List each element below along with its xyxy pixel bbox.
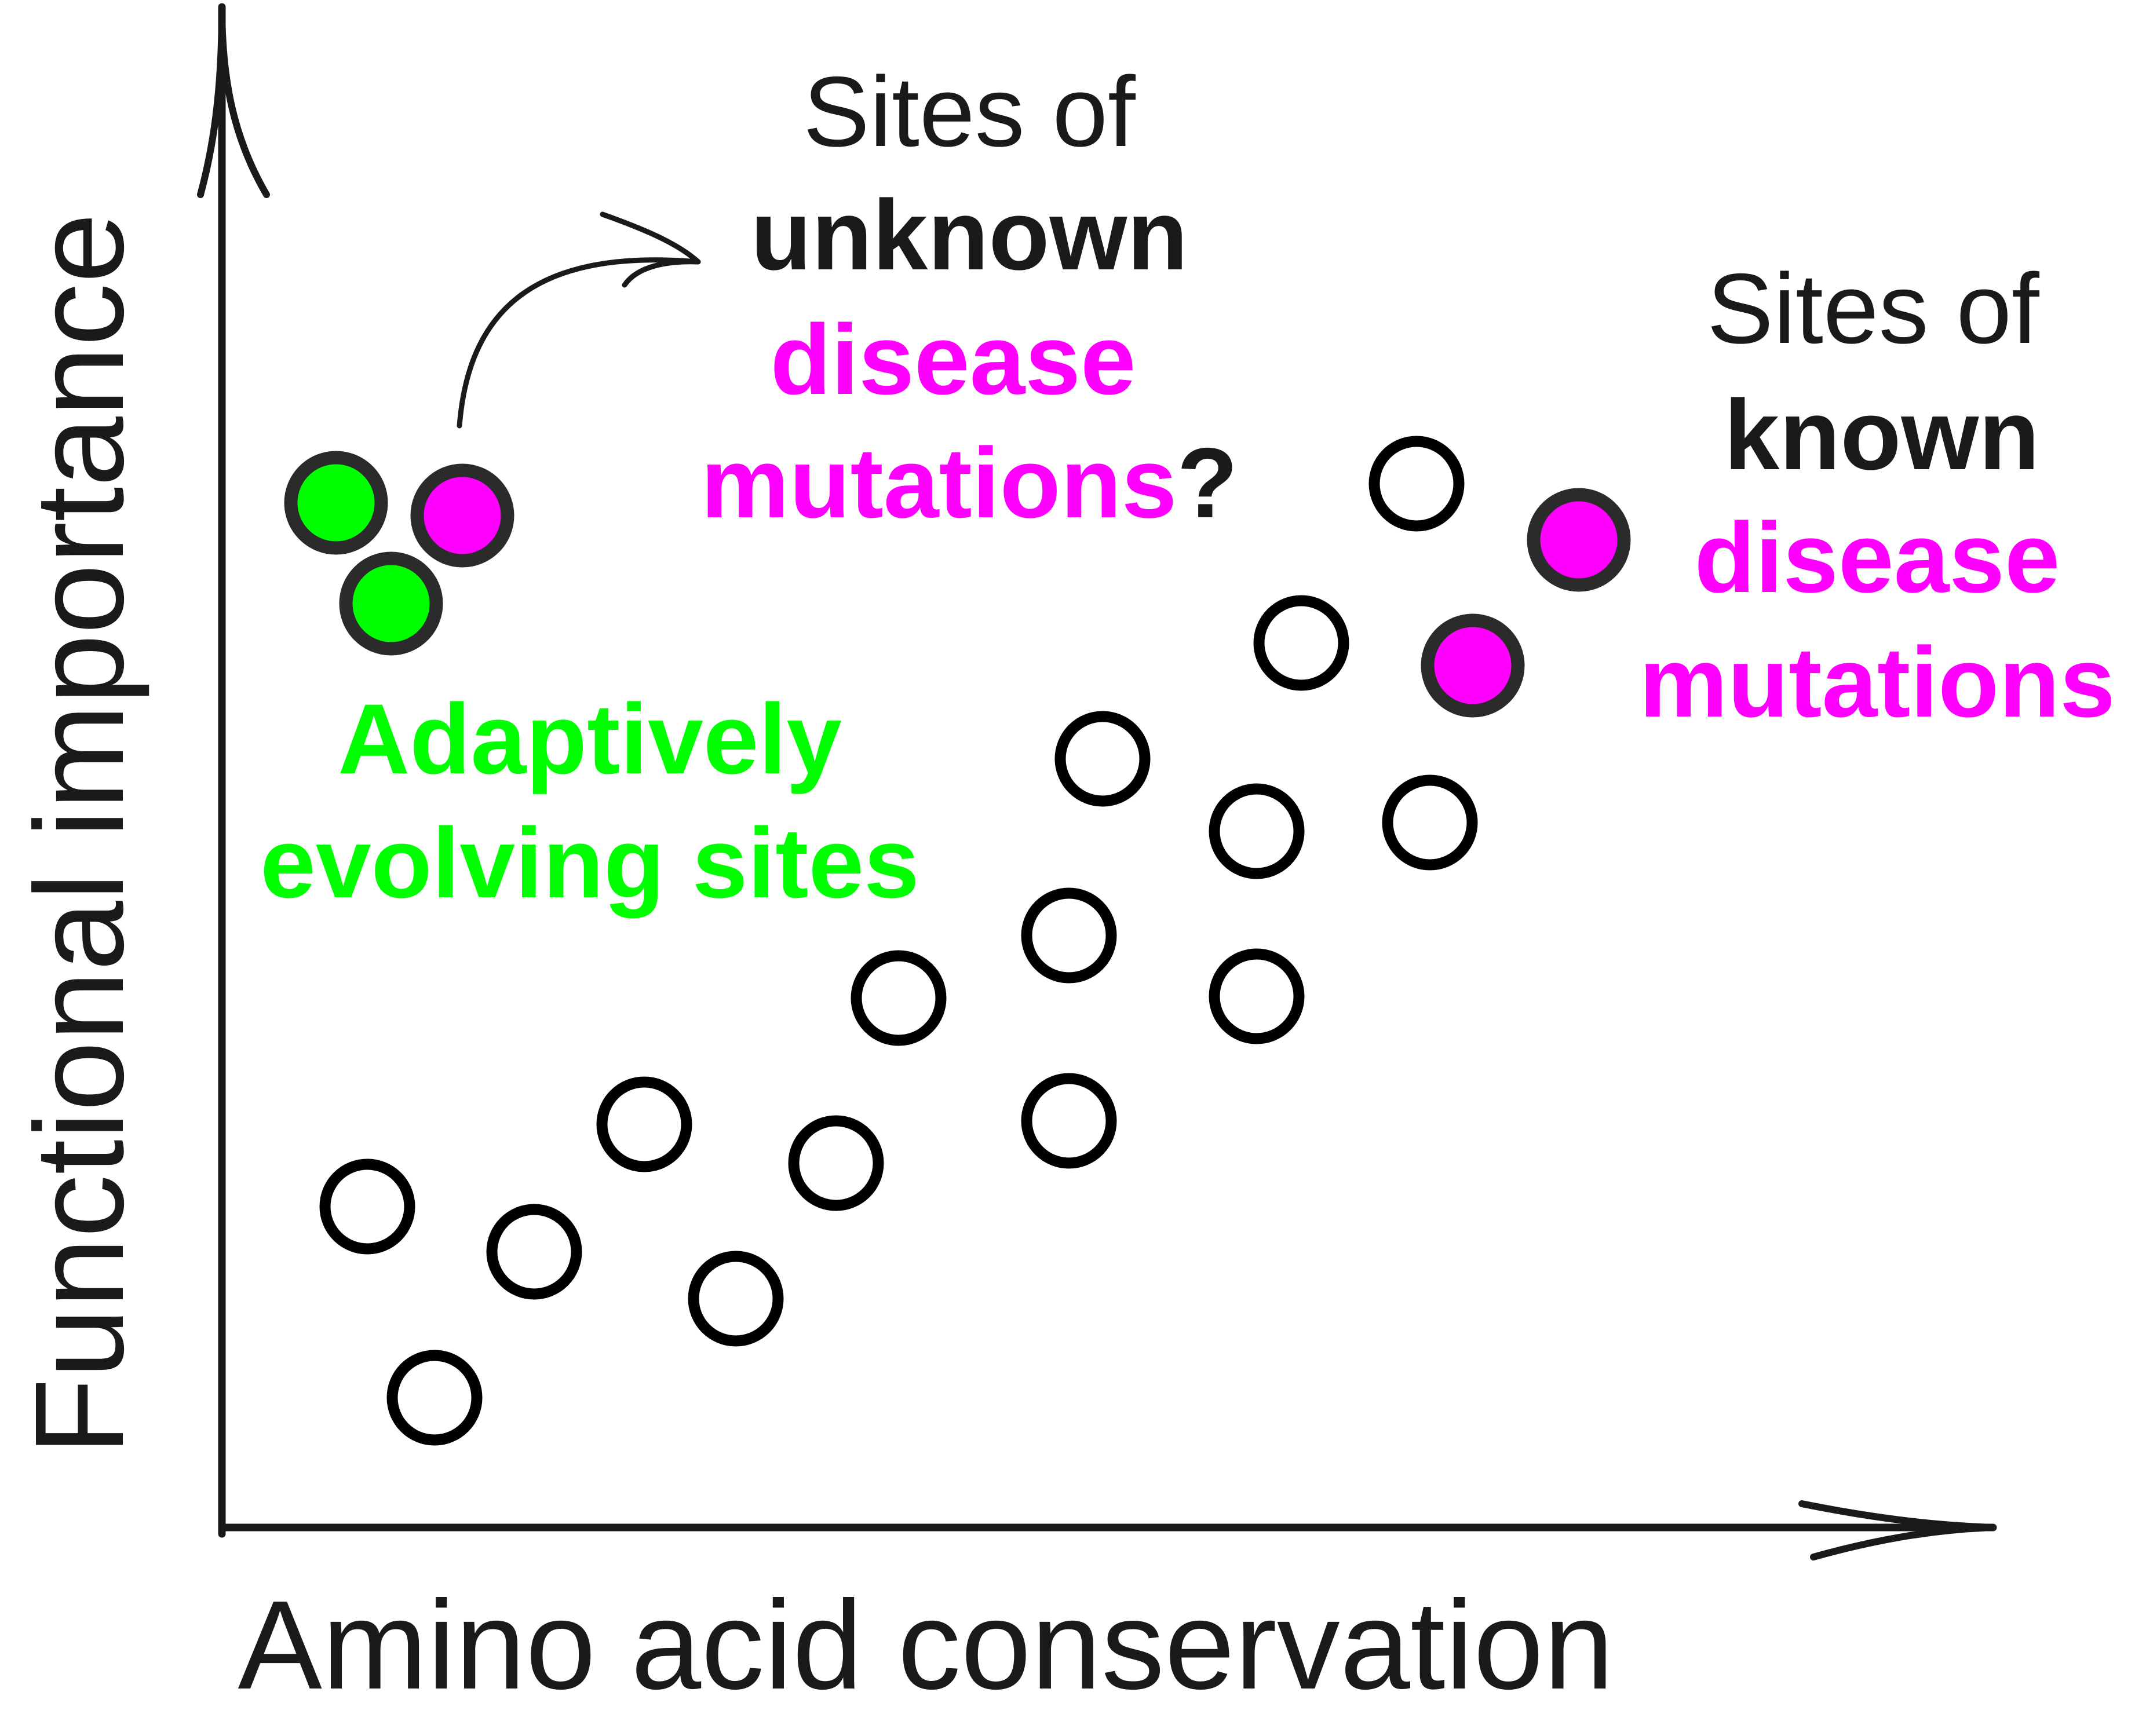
site-marker bbox=[486, 1204, 582, 1300]
annotation-known-line3: disease bbox=[1694, 502, 2060, 613]
site-marker bbox=[596, 1076, 692, 1172]
annotation-adaptive-line1: Adaptively bbox=[338, 684, 842, 795]
pointer-arrow bbox=[457, 211, 701, 429]
adaptive-site-marker bbox=[339, 551, 443, 656]
pointer-arrow-curve bbox=[457, 257, 701, 429]
known-disease-site-marker bbox=[1527, 488, 1631, 592]
site-marker bbox=[1209, 783, 1305, 879]
annotation-known-line4: mutations bbox=[1639, 627, 2115, 738]
annotation-adaptive: Adaptively evolving sites bbox=[260, 684, 919, 919]
annotation-unknown-line3: disease bbox=[770, 304, 1136, 415]
site-marker bbox=[1021, 887, 1117, 984]
annotation-unknown-line2: unknown bbox=[751, 180, 1188, 291]
site-marker bbox=[386, 1350, 483, 1446]
site-marker bbox=[1368, 436, 1465, 532]
annotation-known-line2: known bbox=[1724, 379, 2040, 491]
site-marker bbox=[1253, 595, 1349, 691]
annotation-unknown-line1: Sites of bbox=[803, 56, 1136, 167]
annotation-known-line1: Sites of bbox=[1707, 253, 2040, 364]
unknown-disease-site-marker bbox=[410, 463, 514, 568]
annotation-adaptive-line2: evolving sites bbox=[260, 807, 919, 919]
disease-markers bbox=[410, 463, 1631, 718]
x-axis-arrowhead bbox=[1798, 1500, 1997, 1560]
axes bbox=[197, 3, 1997, 1560]
annotation-known-disease: Sites of known disease mutations bbox=[1639, 253, 2115, 738]
annotation-unknown-question-mark: ? bbox=[1177, 427, 1238, 539]
adaptive-site-marker bbox=[284, 451, 388, 555]
site-markers bbox=[319, 436, 1478, 1446]
annotation-unknown-line4-word: mutations bbox=[701, 427, 1177, 539]
site-marker bbox=[688, 1251, 784, 1347]
site-marker bbox=[319, 1158, 415, 1255]
site-marker bbox=[1382, 774, 1478, 871]
site-marker bbox=[788, 1115, 884, 1211]
annotation-unknown-disease: Sites of unknown disease mutations? bbox=[701, 56, 1238, 539]
known-disease-site-marker bbox=[1421, 613, 1525, 718]
y-axis-label: Functional importance bbox=[9, 213, 150, 1456]
site-marker bbox=[851, 950, 947, 1046]
annotation-unknown-line4: mutations? bbox=[701, 427, 1238, 539]
adaptive-markers bbox=[284, 451, 443, 656]
pointer-arrow-head bbox=[600, 211, 701, 288]
site-marker bbox=[1209, 948, 1305, 1044]
x-axis-label: Amino acid conservation bbox=[238, 1575, 1614, 1716]
site-marker bbox=[1021, 1073, 1117, 1169]
site-marker bbox=[1054, 711, 1151, 807]
y-axis-arrowhead bbox=[197, 3, 270, 198]
